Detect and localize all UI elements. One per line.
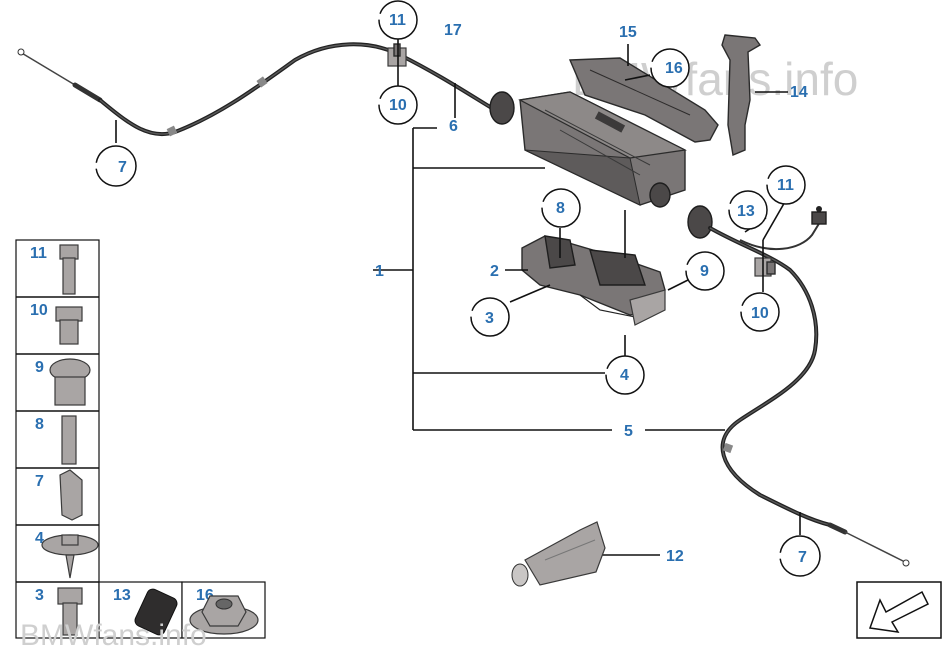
legend-icon-nut-4 bbox=[41, 534, 99, 579]
part-14-handle bbox=[721, 34, 762, 156]
legend-icon-clip-7 bbox=[59, 469, 83, 521]
label-17: 17 bbox=[444, 22, 462, 39]
leader-lines bbox=[115, 38, 801, 556]
right-cable bbox=[708, 206, 910, 567]
legend-row-11: 11 bbox=[30, 245, 47, 262]
watermark-bottom: BMWfans.info bbox=[20, 619, 207, 652]
label-12: 12 bbox=[666, 548, 684, 565]
label-14: 14 bbox=[790, 84, 808, 101]
label-10-top: 10 bbox=[389, 97, 407, 114]
legend-row-10: 10 bbox=[30, 302, 48, 319]
legend-row-3: 3 bbox=[35, 587, 44, 604]
label-11-top: 11 bbox=[389, 12, 406, 29]
legend-icon-sleeve-13 bbox=[134, 588, 178, 636]
legend-row-8: 8 bbox=[35, 416, 44, 433]
label-13: 13 bbox=[737, 203, 755, 220]
legend-icon-flange-nut-16 bbox=[189, 595, 259, 635]
label-7-right: 7 bbox=[798, 549, 807, 566]
cable-clip-top bbox=[387, 43, 407, 67]
legend-row-7: 7 bbox=[35, 473, 44, 490]
callout-circles bbox=[95, 0, 821, 577]
label-16: 16 bbox=[665, 60, 683, 77]
left-cable bbox=[17, 42, 497, 137]
callout-labels: 1 2 3 4 5 6 7 7 8 9 10 10 11 11 12 13 14… bbox=[118, 12, 808, 566]
legend-icon-bolt-3 bbox=[57, 587, 83, 636]
label-6: 6 bbox=[449, 118, 458, 135]
legend-row-4: 4 bbox=[35, 530, 44, 547]
legend-icon-bolt-11 bbox=[59, 244, 79, 295]
label-8: 8 bbox=[556, 200, 565, 217]
legend-icon-plug-9 bbox=[49, 358, 91, 406]
legend-row-9: 9 bbox=[35, 359, 44, 376]
label-4: 4 bbox=[620, 367, 629, 384]
legend-icon-nut-10 bbox=[55, 306, 83, 345]
legend-table: 11 10 9 8 7 4 3 13 16 bbox=[15, 239, 266, 639]
label-11-right: 11 bbox=[777, 177, 794, 194]
navigation-arrow-icon[interactable] bbox=[856, 581, 942, 639]
label-3: 3 bbox=[485, 310, 494, 327]
label-2: 2 bbox=[490, 263, 499, 280]
legend-cell-13: 13 bbox=[113, 587, 131, 604]
part-12-grease-tube bbox=[511, 521, 606, 587]
label-10-right: 10 bbox=[751, 305, 769, 322]
label-7-left: 7 bbox=[118, 159, 127, 176]
label-9: 9 bbox=[700, 263, 709, 280]
label-15: 15 bbox=[619, 24, 637, 41]
parking-brake-actuator bbox=[489, 91, 713, 239]
legend-icon-stud-8 bbox=[61, 415, 77, 465]
label-5: 5 bbox=[624, 423, 633, 440]
label-1: 1 bbox=[375, 263, 384, 280]
part-2-bracket bbox=[521, 235, 666, 326]
